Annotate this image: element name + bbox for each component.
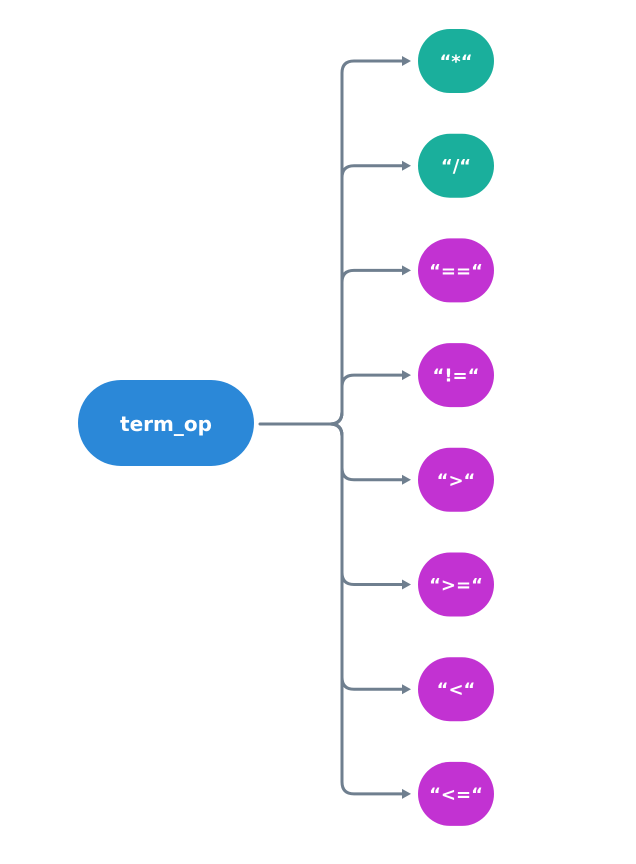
root-node-shape — [78, 380, 254, 466]
child-node-label: “<=“ — [429, 784, 483, 805]
child-nodes: “*“ “/“ “==“ “!=“ “>“ “>=“ “<“ “<=“ — [418, 29, 494, 826]
root-node[interactable]: term_op — [78, 380, 254, 466]
child-node-shape — [418, 238, 494, 303]
child-node-shape — [418, 29, 494, 93]
child-node-shape — [418, 761, 494, 826]
arrowhead-icon — [402, 684, 411, 695]
child-node[interactable]: “/“ — [418, 133, 494, 198]
arrowhead-icon — [402, 788, 411, 799]
child-node[interactable]: “<“ — [418, 657, 494, 722]
child-node[interactable]: “<=“ — [418, 761, 494, 826]
branch-connector — [328, 422, 407, 796]
child-node-shape — [418, 133, 494, 198]
child-node[interactable]: “*“ — [418, 29, 494, 93]
child-node-shape — [418, 552, 494, 617]
child-node[interactable]: “>“ — [418, 447, 494, 512]
child-node-shape — [418, 657, 494, 722]
arrowhead-icon — [402, 265, 411, 276]
child-node-label: “!=“ — [433, 366, 480, 387]
child-node-label: “>“ — [437, 470, 476, 491]
child-node-label: “>=“ — [429, 575, 483, 596]
root-node-label: term_op — [120, 412, 212, 436]
child-node-label: “*“ — [439, 52, 472, 73]
connectors — [258, 56, 411, 799]
child-node-shape — [418, 343, 494, 408]
branch-connector — [328, 373, 407, 426]
child-node[interactable]: “!=“ — [418, 343, 494, 408]
arrowhead-icon — [402, 370, 411, 381]
arrowhead-icon — [402, 56, 411, 66]
child-node-label: “/“ — [441, 156, 471, 177]
child-node[interactable]: “>=“ — [418, 552, 494, 617]
arrowhead-icon — [402, 160, 411, 171]
child-node-shape — [418, 447, 494, 512]
child-node[interactable]: “==“ — [418, 238, 494, 303]
child-node-label: “==“ — [429, 261, 483, 282]
arrowhead-icon — [402, 579, 411, 590]
child-node-label: “<“ — [437, 680, 476, 701]
arrowhead-icon — [402, 474, 411, 485]
